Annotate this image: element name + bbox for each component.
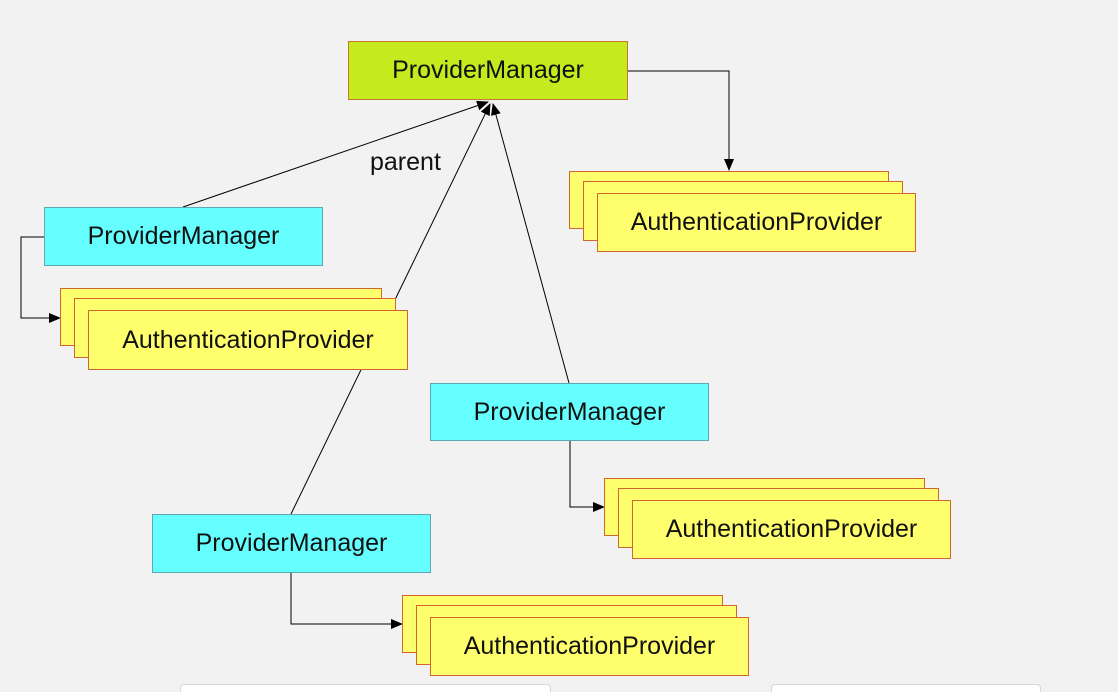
edge-left-providers bbox=[20, 236, 61, 323]
edge-top-providers bbox=[628, 70, 734, 171]
provider-card-front: AuthenticationProvider bbox=[632, 500, 951, 559]
root-provider-manager: ProviderManager bbox=[348, 41, 628, 100]
middle-provider-manager: ProviderManager bbox=[430, 383, 709, 441]
edge-bottom-providers bbox=[290, 572, 403, 629]
parent-edge-middle bbox=[491, 103, 570, 384]
left-provider-manager-label: ProviderManager bbox=[87, 222, 280, 250]
bottom-provider-manager: ProviderManager bbox=[152, 514, 431, 573]
parent-edge-left bbox=[182, 100, 489, 208]
left-provider-label: AuthenticationProvider bbox=[122, 325, 374, 354]
provider-card-front: AuthenticationProvider bbox=[597, 193, 916, 252]
root-provider-manager-label: ProviderManager bbox=[392, 56, 584, 84]
left-provider-manager: ProviderManager bbox=[44, 207, 323, 266]
parent-edge-label: parent bbox=[370, 148, 441, 176]
edge-middle-providers bbox=[569, 441, 605, 512]
middle-provider-manager-label: ProviderManager bbox=[473, 397, 666, 426]
top-provider-label: AuthenticationProvider bbox=[630, 208, 883, 236]
middle-provider-label: AuthenticationProvider bbox=[665, 515, 918, 543]
bottom-panel-strip-left bbox=[180, 684, 551, 692]
provider-card-front: AuthenticationProvider bbox=[430, 617, 749, 676]
bottom-provider-manager-label: ProviderManager bbox=[195, 529, 388, 557]
bottom-panel-strip-right bbox=[771, 684, 1041, 692]
bottom-provider-label: AuthenticationProvider bbox=[463, 632, 716, 660]
provider-card-front: AuthenticationProvider bbox=[88, 310, 408, 370]
